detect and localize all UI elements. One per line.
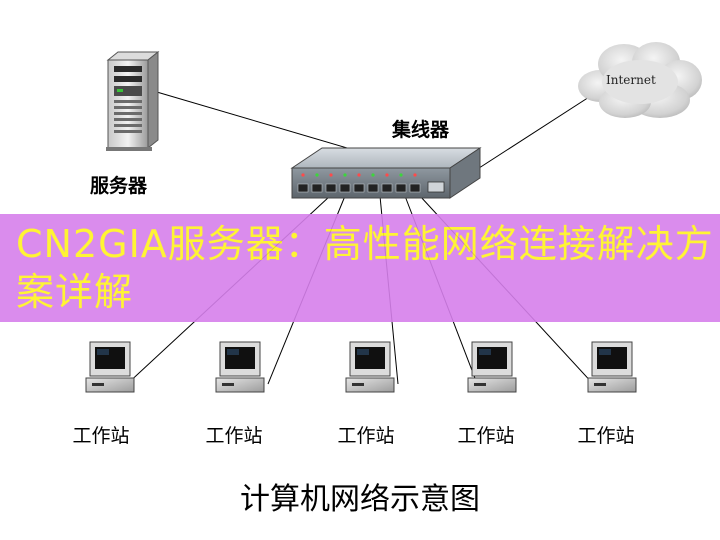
workstation-label: 工作站 (457, 425, 515, 447)
workstation-label: 工作站 (337, 425, 395, 447)
workstation-label: 工作站 (72, 425, 130, 447)
server-tower-icon (106, 50, 160, 151)
title-banner: CN2GIA服务器：高性能网络连接解决方案详解 (0, 214, 720, 322)
workstation-computer-icon (467, 341, 517, 393)
server-label: 服务器 (90, 175, 148, 197)
workstation-label: 工作站 (577, 425, 635, 447)
workstation-computer-icon (215, 341, 265, 393)
diagram-caption: 计算机网络示意图 (240, 482, 480, 517)
link-hub-internet (475, 89, 601, 171)
internet-label: Internet (606, 73, 656, 87)
hub-label: 集线器 (392, 119, 450, 141)
network-hub-icon (290, 147, 482, 199)
workstation-computer-icon (345, 341, 395, 393)
workstation-computer-icon (85, 341, 135, 393)
workstation-computer-icon (587, 341, 637, 393)
internet-cloud-icon (578, 42, 702, 118)
workstation-label: 工作站 (205, 425, 263, 447)
banner-title: CN2GIA服务器：高性能网络连接解决方案详解 (16, 222, 714, 314)
